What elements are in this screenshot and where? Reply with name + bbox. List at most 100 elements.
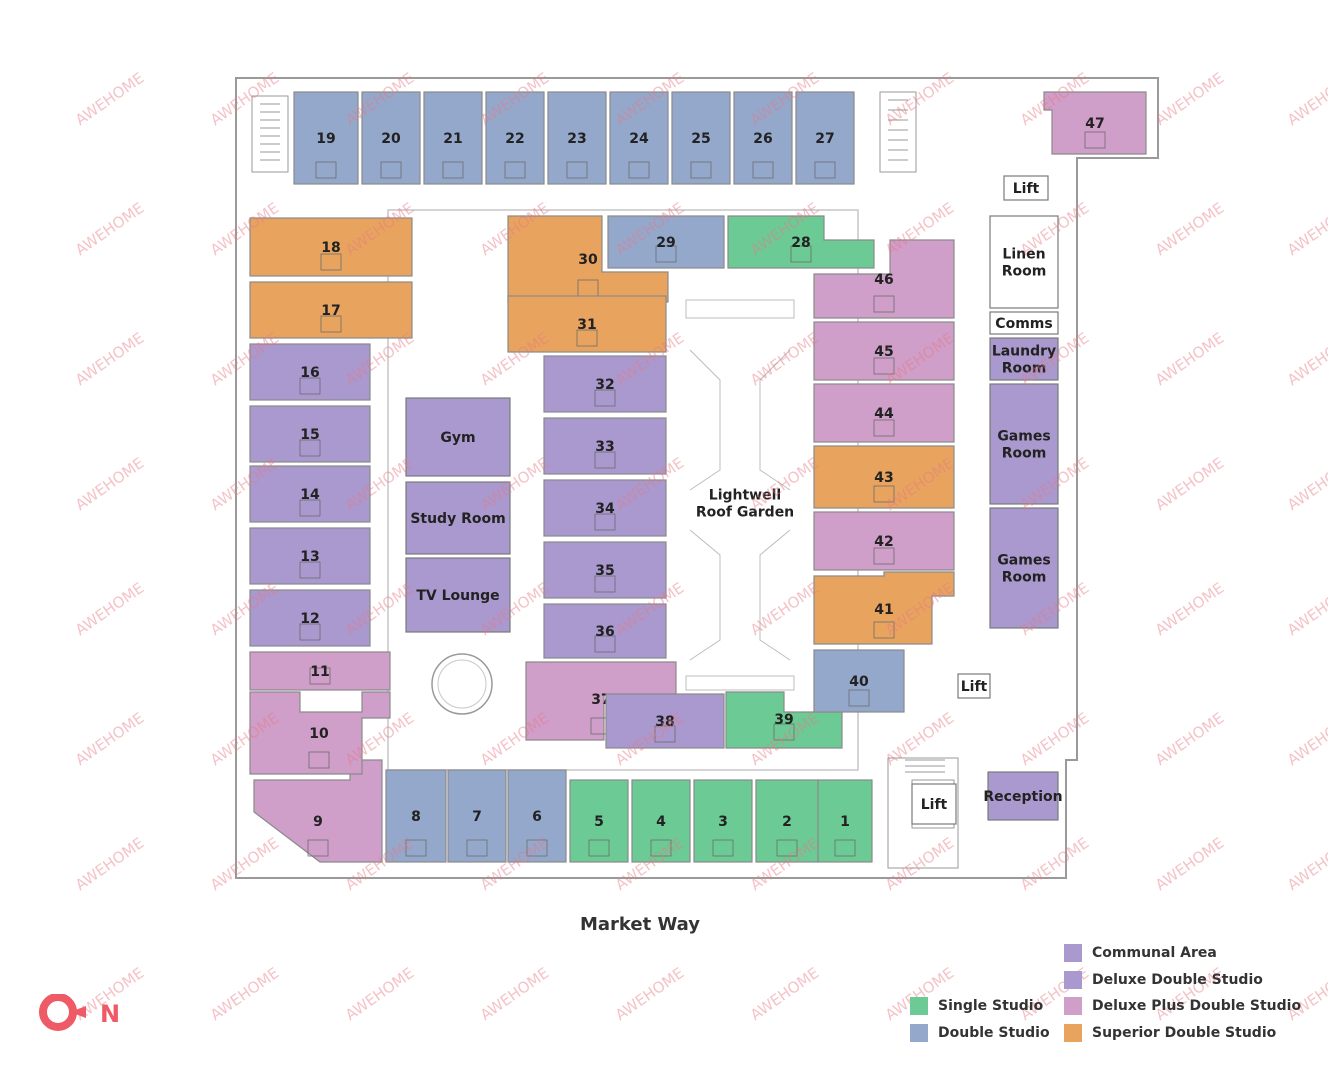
legend-swatch: [1064, 944, 1082, 962]
room-15[interactable]: [249, 405, 371, 463]
room-28[interactable]: [727, 215, 875, 269]
room-16[interactable]: [249, 343, 371, 401]
room-number: 28: [791, 235, 810, 251]
room-number: 23: [567, 131, 586, 147]
bathroom-icon: [405, 839, 427, 857]
area-lift2[interactable]: [957, 673, 991, 699]
room-22[interactable]: [485, 91, 545, 185]
room-number: 3: [718, 814, 728, 830]
area-games2[interactable]: [989, 507, 1059, 629]
courtyard-circle: [431, 653, 493, 715]
room-number: 17: [321, 303, 340, 319]
room-number: 14: [300, 487, 320, 503]
room-19[interactable]: [293, 91, 359, 185]
area-linen[interactable]: [989, 215, 1059, 309]
room-6[interactable]: [507, 769, 567, 863]
area-gym[interactable]: [405, 397, 511, 477]
room-26[interactable]: [733, 91, 793, 185]
bathroom-icon: [654, 725, 676, 743]
room-number: 7: [472, 809, 482, 825]
bathroom-icon: [690, 161, 712, 179]
room-number: 18: [321, 240, 340, 256]
bathroom-icon: [594, 513, 616, 531]
area-comms[interactable]: [989, 311, 1059, 335]
room-number: 12: [300, 611, 319, 627]
bathroom-icon: [466, 839, 488, 857]
room-12[interactable]: [249, 589, 371, 647]
area-reception[interactable]: [987, 771, 1059, 821]
compass: N: [38, 993, 128, 1038]
room-33[interactable]: [543, 417, 667, 475]
area-label: Comms: [995, 316, 1052, 332]
room-number: 4: [656, 814, 666, 830]
room-number: 22: [505, 131, 524, 147]
room-23[interactable]: [547, 91, 607, 185]
room-5[interactable]: [569, 779, 629, 863]
room-21[interactable]: [423, 91, 483, 185]
room-46[interactable]: [813, 239, 955, 319]
room-number: 13: [300, 549, 319, 565]
room-number: 43: [874, 470, 893, 486]
room-24[interactable]: [609, 91, 669, 185]
bathroom-icon: [776, 839, 798, 857]
room-31[interactable]: [507, 295, 667, 353]
room-3[interactable]: [693, 779, 753, 863]
bathroom-icon: [594, 389, 616, 407]
room-43[interactable]: [813, 445, 955, 509]
room-32[interactable]: [543, 355, 667, 413]
room-1[interactable]: [817, 779, 873, 863]
room-25[interactable]: [671, 91, 731, 185]
room-27[interactable]: [795, 91, 855, 185]
bathroom-icon: [873, 419, 895, 437]
room-34[interactable]: [543, 479, 667, 537]
room-47[interactable]: [1043, 91, 1147, 155]
bathroom-icon: [442, 161, 464, 179]
room-41[interactable]: [813, 571, 955, 645]
legend-item: Superior Double Studio: [1064, 1024, 1276, 1042]
room-17[interactable]: [249, 281, 413, 339]
room-13[interactable]: [249, 527, 371, 585]
room-20[interactable]: [361, 91, 421, 185]
room-number: 21: [443, 131, 462, 147]
bathroom-icon: [873, 547, 895, 565]
area-laundry[interactable]: [989, 337, 1059, 381]
legend-label: Deluxe Plus Double Studio: [1092, 998, 1302, 1014]
room-35[interactable]: [543, 541, 667, 599]
area-study[interactable]: [405, 481, 511, 555]
bathroom-icon: [309, 667, 331, 685]
room-number: 31: [577, 317, 596, 333]
room-36[interactable]: [543, 603, 667, 659]
area-tv[interactable]: [405, 557, 511, 633]
room-14[interactable]: [249, 465, 371, 523]
compass-arrow-icon: [70, 1006, 86, 1018]
room-number: 30: [578, 252, 598, 268]
room-29[interactable]: [607, 215, 725, 269]
room-42[interactable]: [813, 511, 955, 571]
room-7[interactable]: [447, 769, 507, 863]
legend-label: Double Studio: [938, 1025, 1050, 1041]
room-10[interactable]: [249, 691, 391, 775]
area-games1[interactable]: [989, 383, 1059, 505]
room-8[interactable]: [385, 769, 447, 863]
room-37[interactable]: [525, 661, 677, 741]
lightwell-garden: [685, 299, 795, 691]
room-2[interactable]: [755, 779, 819, 863]
room-40[interactable]: [813, 649, 905, 713]
room-44[interactable]: [813, 383, 955, 443]
room-38[interactable]: [605, 693, 725, 749]
bathroom-icon: [655, 245, 677, 263]
bathroom-icon: [307, 839, 329, 857]
room-45[interactable]: [813, 321, 955, 381]
room-9[interactable]: [253, 759, 383, 863]
room-number: 40: [849, 674, 869, 690]
area-lift1[interactable]: [1003, 175, 1049, 201]
bathroom-icon: [308, 751, 330, 769]
room-18[interactable]: [249, 217, 413, 277]
area-lift3[interactable]: [911, 783, 957, 825]
room-number: 16: [300, 365, 319, 381]
bathroom-icon: [873, 485, 895, 503]
room-4[interactable]: [631, 779, 691, 863]
